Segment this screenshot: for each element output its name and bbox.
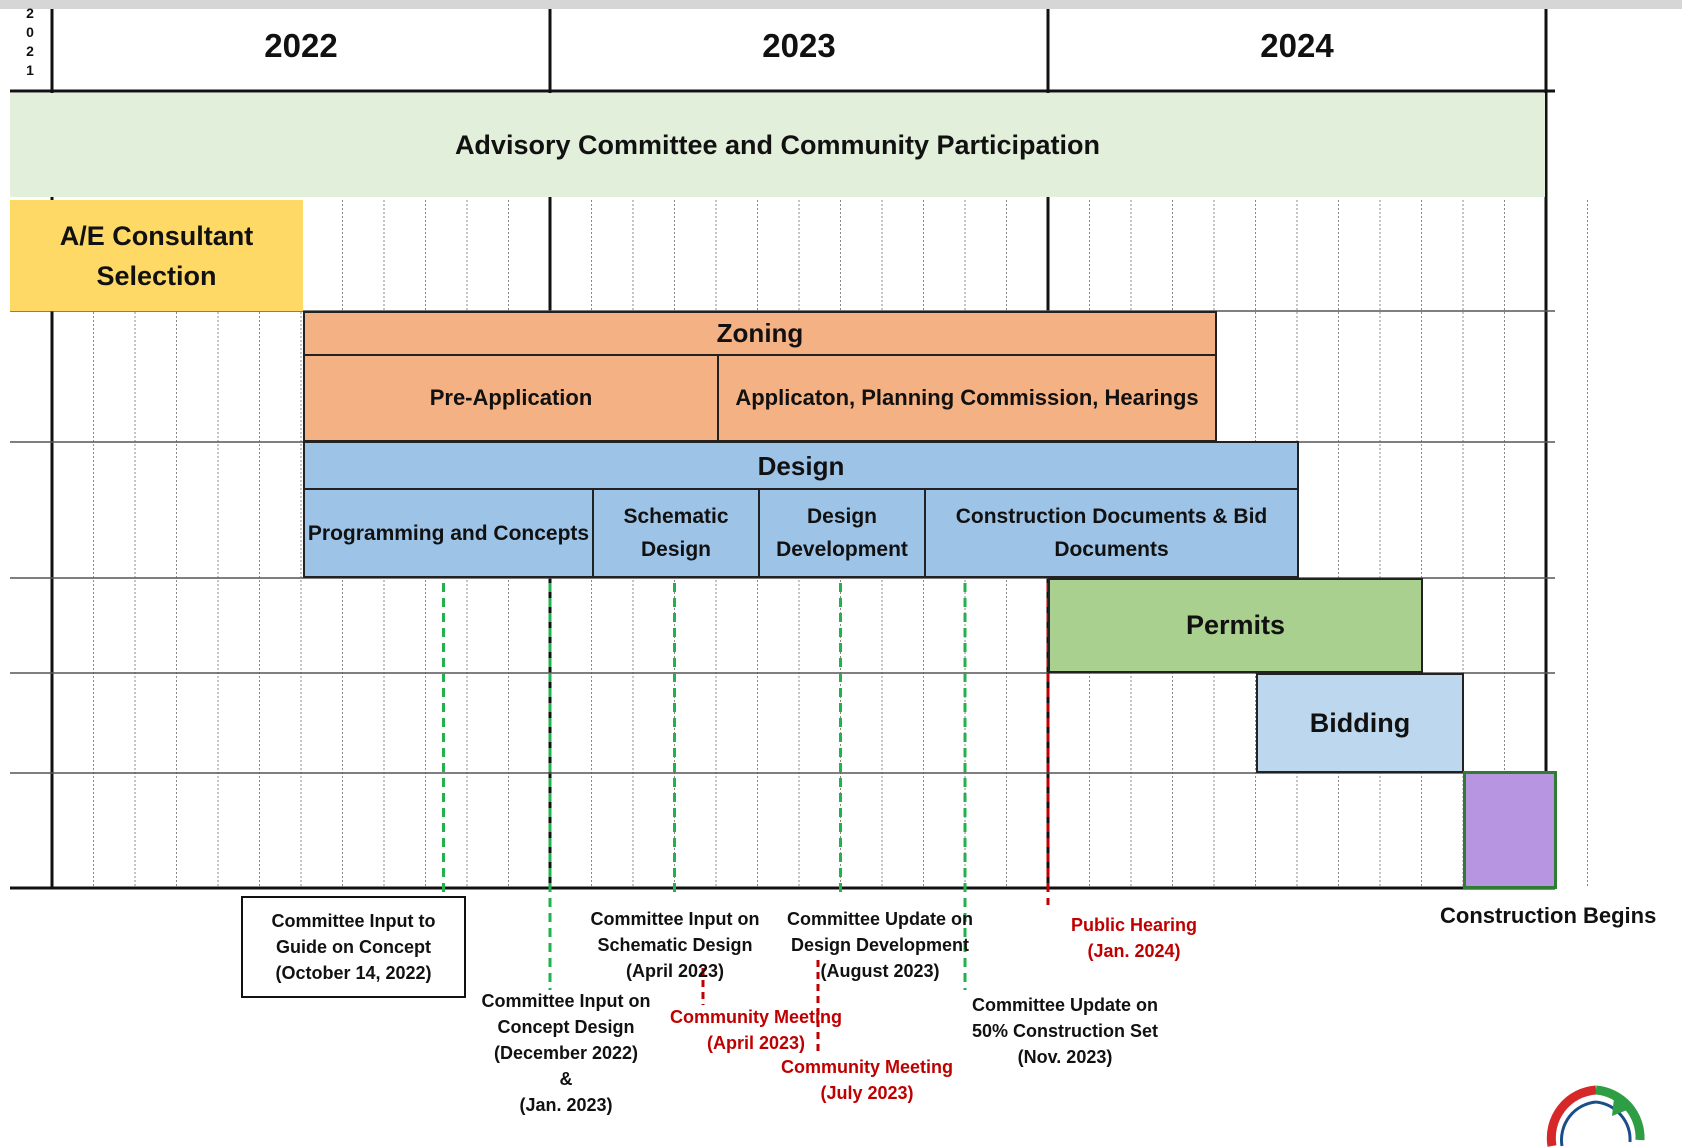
annotation-community-july: Community Meeting (July 2023) bbox=[772, 1054, 962, 1106]
annotation-construction-set: Committee Update on 50% Construction Set… bbox=[960, 992, 1170, 1070]
annotation-line: Schematic Design bbox=[597, 935, 753, 955]
annotation-line: Committee Update on bbox=[786, 909, 973, 929]
annotation-public-hearing: Public Hearing (Jan. 2024) bbox=[1064, 912, 1204, 964]
year-2022-label: 2022 bbox=[264, 27, 338, 64]
year-2021-char: 2 bbox=[26, 5, 34, 21]
organization-logo-icon bbox=[1546, 1085, 1645, 1147]
schematic-label-line: Schematic bbox=[623, 505, 729, 528]
annotation-line: Design Development bbox=[790, 935, 970, 955]
construction-bar bbox=[1463, 771, 1557, 889]
year-2021-char: 0 bbox=[26, 24, 34, 40]
annotation-concept-design: Committee Input on Concept Design (Decem… bbox=[476, 988, 656, 1118]
year-2021-char: 1 bbox=[26, 62, 34, 78]
design-bar: Design bbox=[303, 441, 1299, 491]
constdocs-label-line: Documents bbox=[1054, 538, 1169, 561]
annotation-line: (July 2023) bbox=[820, 1083, 914, 1103]
annotation-line: Committee Update on bbox=[971, 995, 1158, 1015]
schematic-design-bar: Schematic Design bbox=[592, 488, 760, 578]
advisory-bar: Advisory Committee and Community Partici… bbox=[10, 93, 1545, 197]
constdocs-label-line: Construction Documents & Bid bbox=[955, 505, 1268, 528]
year-2021-char: 2 bbox=[26, 43, 34, 59]
annotation-line: (April 2023) bbox=[625, 961, 725, 981]
development-label-line: Design bbox=[806, 505, 877, 528]
construction-documents-bar: Construction Documents & Bid Documents bbox=[924, 488, 1299, 578]
annotation-schematic: Committee Input on Schematic Design (Apr… bbox=[583, 906, 767, 984]
annotation-line: Community Meeting bbox=[780, 1057, 953, 1077]
application-hearings-bar: Applicaton, Planning Commission, Hearing… bbox=[717, 354, 1217, 442]
annotation-line: Committee Input on bbox=[481, 991, 651, 1011]
permits-bar: Permits bbox=[1048, 578, 1423, 673]
consultant-label-line: Selection bbox=[96, 260, 217, 291]
consultant-label-line: A/E Consultant bbox=[59, 220, 254, 251]
annotation-line: (Jan. 2023) bbox=[519, 1095, 613, 1115]
annotation-line: (Nov. 2023) bbox=[1017, 1047, 1113, 1067]
annotation-line: (August 2023) bbox=[820, 961, 940, 981]
bidding-bar: Bidding bbox=[1256, 673, 1464, 773]
year-2023-label: 2023 bbox=[762, 27, 836, 64]
pre-application-bar: Pre-Application bbox=[303, 354, 719, 442]
consultant-selection-bar: A/E Consultant Selection bbox=[10, 200, 303, 311]
year-2024-label: 2024 bbox=[1260, 27, 1334, 64]
development-label-line: Development bbox=[776, 538, 908, 561]
annotation-design-development: Committee Update on Design Development (… bbox=[780, 906, 980, 984]
schematic-label-line: Design bbox=[640, 538, 711, 561]
annotation-line: Public Hearing bbox=[1070, 915, 1198, 935]
annotation-line: (December 2022) bbox=[493, 1043, 639, 1063]
year-2021-label: 2 0 2 1 bbox=[20, 4, 40, 80]
annotation-community-april: Community Meeting (April 2023) bbox=[661, 1004, 851, 1056]
annotation-line: & bbox=[559, 1069, 573, 1089]
annotation-line: Concept Design bbox=[497, 1017, 635, 1037]
annotation-line: Community Meeting bbox=[669, 1007, 842, 1027]
zoning-bar: Zoning bbox=[303, 311, 1217, 356]
annotation-concept-guide: Committee Input to Guide on Concept (Oct… bbox=[241, 896, 466, 998]
annotation-line: Guide on Concept bbox=[276, 937, 431, 957]
annotation-line: (April 2023) bbox=[706, 1033, 806, 1053]
annotation-line: (Jan. 2024) bbox=[1087, 941, 1181, 961]
programming-concepts-bar: Programming and Concepts bbox=[303, 488, 594, 578]
annotation-line: (October 14, 2022) bbox=[275, 963, 432, 983]
construction-begins-label: Construction Begins bbox=[1440, 903, 1657, 928]
top-gray-strip bbox=[0, 0, 1682, 9]
annotation-line: Committee Input to bbox=[271, 911, 436, 931]
annotation-line: 50% Construction Set bbox=[971, 1021, 1159, 1041]
annotation-line: Committee Input on bbox=[590, 909, 760, 929]
design-development-bar: Design Development bbox=[758, 488, 926, 578]
